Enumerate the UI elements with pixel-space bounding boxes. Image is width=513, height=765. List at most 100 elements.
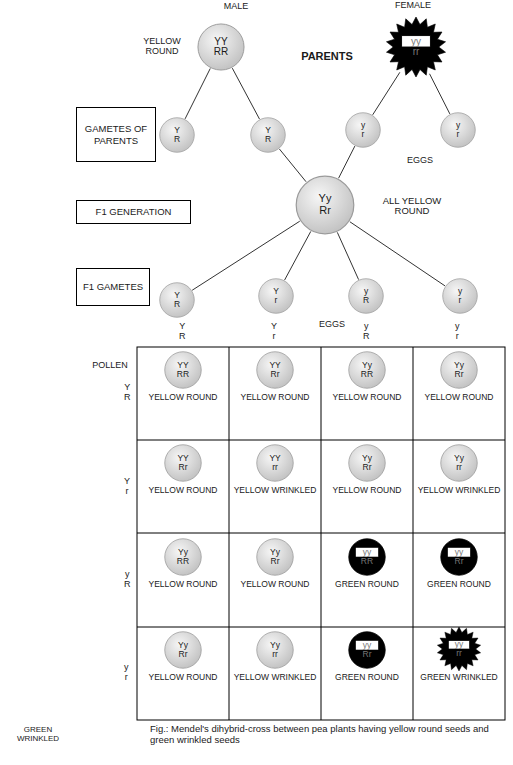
genotype-text: y r [458, 287, 462, 305]
annotation-label: EGGS [400, 156, 440, 166]
genotype-text: Yy Rr [178, 641, 188, 659]
punnett-cell: YELLOW WRINKLED YY rr [229, 440, 321, 533]
gamete-header: Y R [179, 322, 186, 342]
gamete-circle: Y r [258, 278, 294, 314]
seed-circle: Yy Rr [164, 631, 202, 669]
punnett-cell: YELLOW ROUND YY Rr [137, 440, 229, 533]
genotype-text: Yy Rr [454, 361, 464, 379]
node-body: F1 GENERATION [77, 201, 190, 223]
node-body: Yy Rr [348, 444, 386, 482]
node-body: Yy Rr [295, 175, 355, 235]
seed-circle: Yy rr [440, 444, 478, 482]
node-body: yy Rr [440, 538, 478, 576]
phenotype-label: YELLOW ROUND [137, 673, 229, 683]
node-body: y r [442, 278, 478, 314]
box-label: F1 GENERATION [96, 206, 172, 217]
punnett-cell: YELLOW ROUND Yy Rr [413, 347, 505, 440]
genotype-text: y r [456, 121, 460, 139]
genotype-text: y r [361, 121, 365, 139]
gamete-circle: y r [440, 112, 476, 148]
phenotype-label: YELLOW ROUND [321, 393, 413, 403]
gamete-circle: y r [442, 278, 478, 314]
label-box: F1 GENERATION [76, 200, 191, 224]
genotype-text: Y R [174, 291, 180, 309]
node-body: F1 GAMETES [77, 269, 149, 305]
parent-circle: YY RR [197, 23, 245, 71]
genotype-text: yy rr [455, 640, 464, 658]
node-body: y r [440, 112, 476, 148]
gamete-header: y R [363, 322, 369, 342]
label-box: F1 GAMETES [76, 268, 150, 306]
genotype-text: yy rr [411, 37, 421, 58]
seed-circle: Yy RR [164, 538, 202, 576]
box-label: F1 GAMETES [83, 281, 143, 292]
connector-line [337, 232, 358, 279]
genotype-text: yy Rr [363, 641, 372, 659]
node-body: Yy Rr [164, 631, 202, 669]
seed-circle: Yy Rr [348, 444, 386, 482]
gamete-circle: Y R [250, 117, 286, 153]
phenotype-label: GREEN WRINKLED [413, 673, 505, 683]
connector-line [192, 221, 300, 290]
node-body: Yy RR [164, 538, 202, 576]
figure-caption: Fig.: Mendel's dihybrid-cross between pe… [150, 723, 500, 746]
annotation-label: EGGS [315, 320, 349, 330]
punnett-cell: YELLOW WRINKLED Yy rr [413, 440, 505, 533]
seed-circle: Yy Rr [440, 351, 478, 389]
genotype-text: YY RR [177, 361, 189, 379]
annotation-label: PARENTS [292, 50, 362, 62]
seed-circle: yy Rr [348, 631, 386, 669]
genotype-text: Yy RR [361, 361, 373, 379]
genotype-text: YY RR [214, 37, 228, 58]
node-body: Y R [159, 282, 195, 318]
gamete-header: Y r [124, 477, 130, 497]
gamete-header: y r [124, 663, 129, 683]
phenotype-label: YELLOW ROUND [137, 393, 229, 403]
node-body: y r [345, 112, 381, 148]
punnett-cell: YELLOW ROUNDYy Rr [321, 440, 413, 533]
box-label: GAMETES OF PARENTS [81, 123, 151, 146]
node-body: Y R [159, 117, 195, 153]
phenotype-label: YELLOW WRINKLED [229, 486, 321, 496]
annotation-label: YELLOW ROUND [140, 37, 184, 57]
f1-circle: Yy Rr [295, 175, 355, 235]
node-body: Yy Rr [256, 538, 294, 576]
punnett-cell: YELLOW ROUND YY RR [137, 347, 229, 440]
genotype-text: Yy rr [270, 641, 280, 659]
gamete-header: Y r [271, 322, 277, 342]
seed-circle: yy RR [348, 538, 386, 576]
phenotype-label: YELLOW WRINKLED [413, 486, 505, 496]
seed-circle: Yy rr [256, 631, 294, 669]
connector-line [373, 72, 400, 115]
genotype-text: Y r [273, 287, 279, 305]
seed-circle: YY RR [164, 351, 202, 389]
punnett-cell: GREEN ROUND yy Rr [321, 627, 413, 720]
node-body: y R [348, 278, 384, 314]
seed-circle: YY Rr [164, 444, 202, 482]
gamete-header: y r [455, 322, 460, 342]
annotation-label: POLLEN [88, 361, 132, 371]
node-body: YY rr [256, 444, 294, 482]
node-body: yy rr [437, 627, 481, 671]
gamete-header: y R [124, 570, 130, 590]
connector-line [279, 149, 306, 182]
phenotype-label: YELLOW ROUND [229, 580, 321, 590]
gamete-circle: Y R [159, 117, 195, 153]
phenotype-label: GREEN ROUND [321, 673, 413, 683]
node-body: yy Rr [348, 631, 386, 669]
seed-circle: YY Rr [256, 351, 294, 389]
punnett-cell: GREEN ROUNDyy RR [321, 534, 413, 627]
phenotype-label: YELLOW ROUND [413, 393, 505, 403]
genotype-text: Y R [174, 126, 180, 144]
punnett-cell: GREEN WRINKLED yy rr [413, 627, 505, 720]
seed-circle: YY rr [256, 444, 294, 482]
node-body: yy rr [386, 17, 446, 77]
seed-circle: Yy Rr [256, 538, 294, 576]
phenotype-label: YELLOW ROUND [137, 486, 229, 496]
node-body: Y R [250, 117, 286, 153]
genotype-text: yy Rr [455, 548, 464, 566]
genotype-text: yy RR [361, 548, 373, 566]
phenotype-label: YELLOW ROUND [229, 393, 321, 403]
genotype-text: Yy rr [454, 454, 464, 472]
node-body: YY Rr [256, 351, 294, 389]
